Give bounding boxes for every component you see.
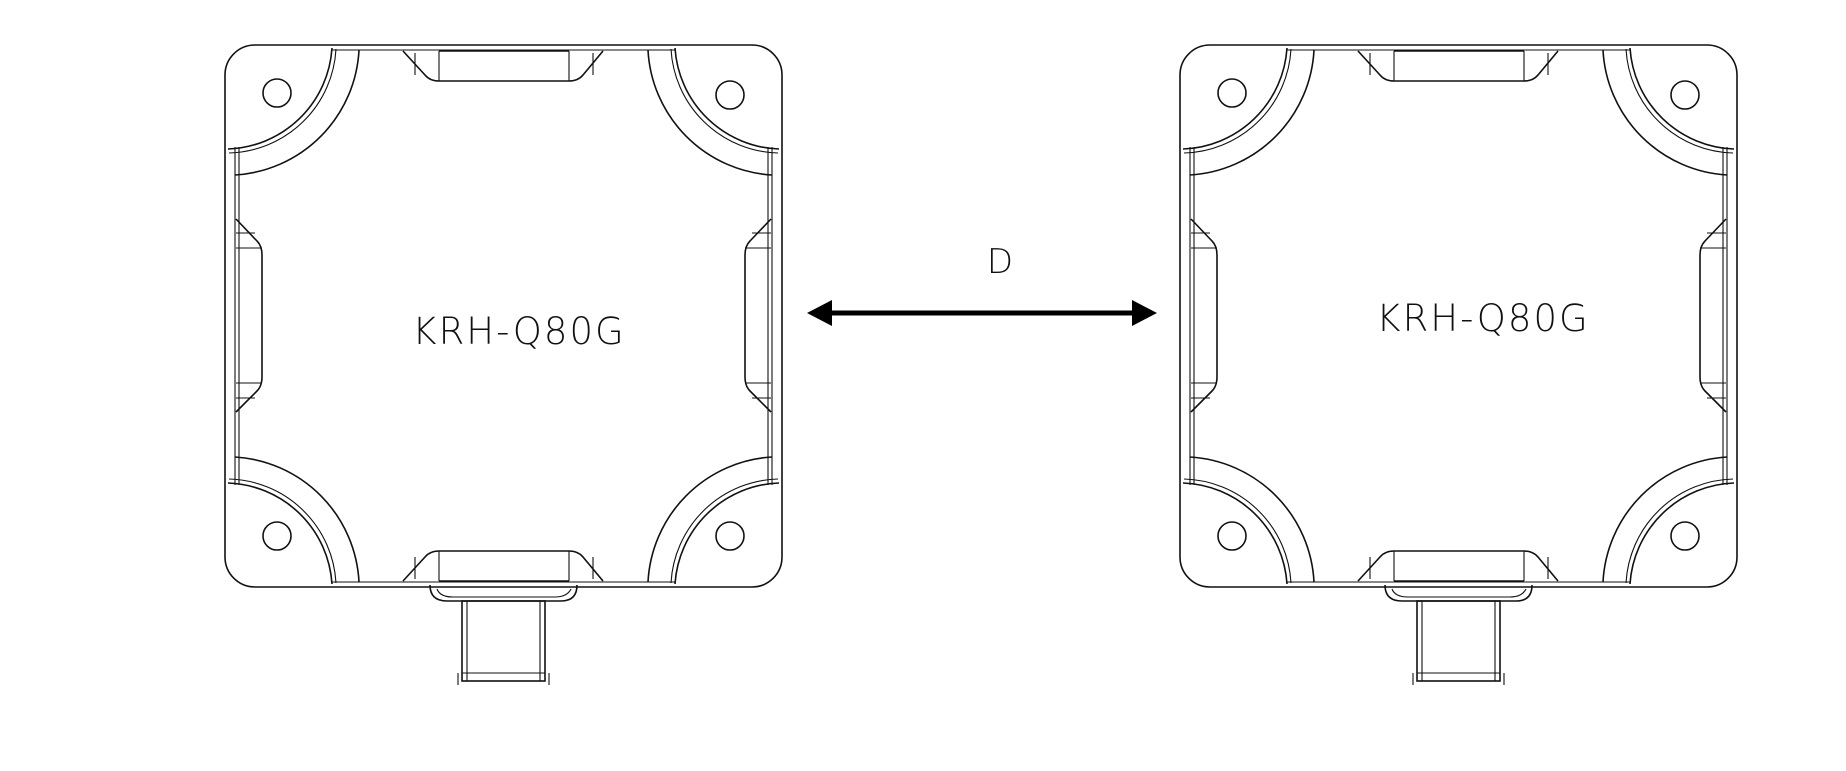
arrowhead-left-icon: [807, 300, 832, 326]
model-label-right: KRH-Q80G: [1376, 297, 1590, 340]
arrowhead-right-icon: [1132, 300, 1157, 326]
sensor-device-right: KRH-Q80G: [1179, 44, 1738, 686]
model-label-left: KRH-Q80G: [412, 310, 626, 353]
sensor-device-left: KRH-Q80G: [224, 44, 783, 686]
distance-label: D: [986, 242, 1014, 282]
